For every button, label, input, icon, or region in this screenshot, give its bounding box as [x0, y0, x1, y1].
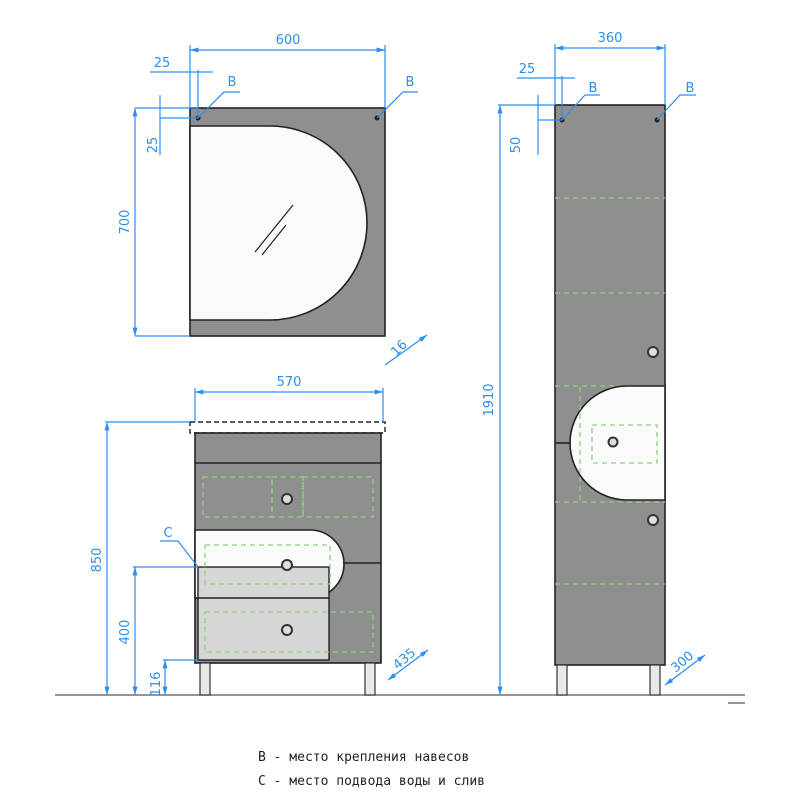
vanity [189, 421, 386, 696]
vanity-depth-label: 435 [390, 646, 419, 673]
mirror-dimensions: 600 25 25 700 16 B B [118, 33, 428, 366]
mirror [189, 107, 386, 337]
door-knob [647, 346, 659, 358]
drawer-height-label: 400 [118, 620, 133, 645]
tall-depth-label: 300 [668, 649, 697, 676]
mirror-offset-y-label: 25 [146, 137, 161, 154]
connection-label: C [163, 526, 172, 541]
door-knob [607, 436, 619, 448]
mount-label: B [228, 75, 237, 90]
tall-offset-y-label: 50 [509, 137, 524, 154]
drawer-knob [281, 624, 293, 636]
mount-label: B [406, 75, 415, 90]
door-knob [647, 514, 659, 526]
leg-height-label: 116 [149, 672, 164, 697]
tall-width-label: 360 [598, 31, 623, 46]
drawer-knob [281, 493, 293, 505]
mirror-offset-x-label: 25 [154, 56, 171, 71]
mount-label: B [589, 81, 598, 96]
mirror-height-label: 700 [118, 210, 133, 235]
tall-height-label: 1910 [482, 383, 497, 416]
legend-water-connection: С - место подвода воды и слив [258, 774, 485, 789]
tall-cabinet [554, 104, 666, 696]
tall-offset-x-label: 25 [519, 62, 536, 77]
mount-label: B [686, 81, 695, 96]
mirror-depth-label: 16 [388, 337, 410, 359]
vanity-width-label: 570 [277, 375, 302, 390]
drawer-knob [281, 559, 293, 571]
vanity-height-label: 850 [90, 548, 105, 573]
mirror-width-label: 600 [276, 33, 301, 48]
legend-mount-points: В - место крепления навесов [258, 750, 469, 765]
